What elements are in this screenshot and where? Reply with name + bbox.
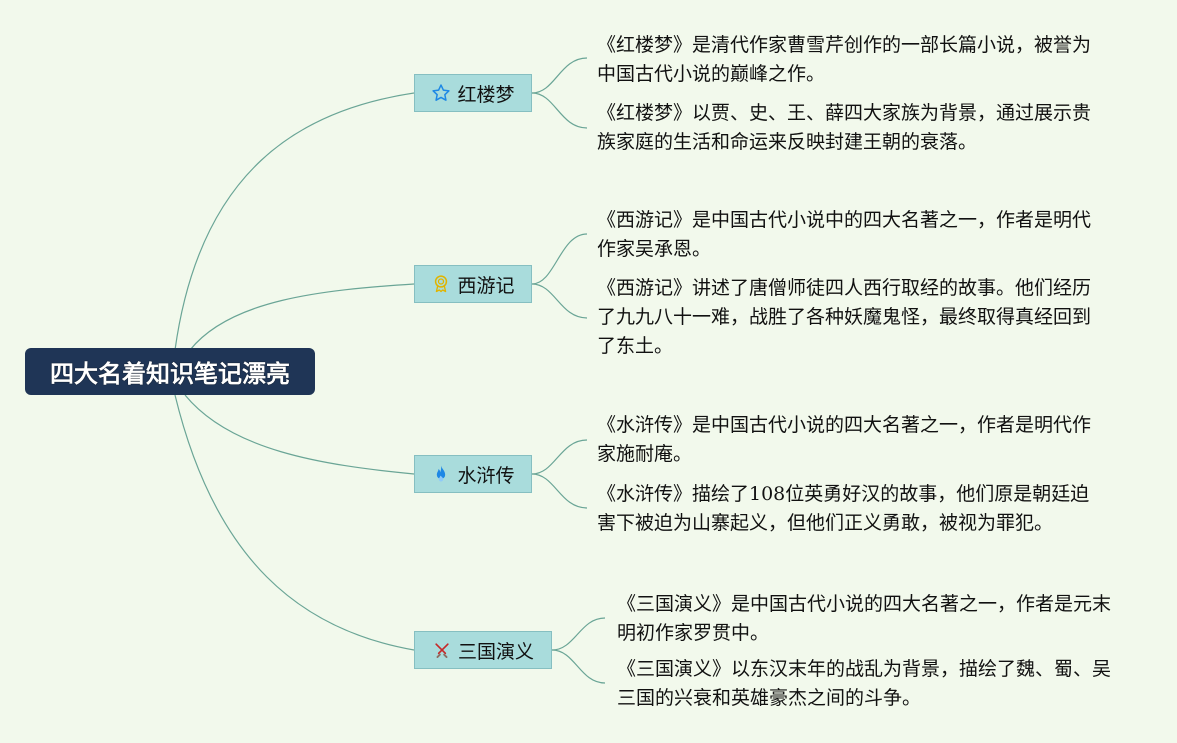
leaf-sanguoyanyi-1: 《三国演义》是中国古代小说的四大名著之一，作者是元末明初作家罗贯中。: [617, 593, 1112, 644]
branch-label: 水浒传: [457, 464, 515, 487]
connector-line: [531, 473, 588, 509]
leaf-hongloumeng-1: 《红楼梦》是清代作家曹雪芹创作的一部长篇小说，被誉为中国古代小说的巅峰之作。: [597, 34, 1092, 85]
connector-line: [531, 57, 588, 94]
star-icon: [431, 83, 451, 103]
connector-line: [551, 649, 606, 684]
branch-label: 西游记: [457, 274, 515, 297]
branch-xiyouji[interactable]: 西游记: [414, 265, 532, 303]
branch-label: 红楼梦: [457, 83, 515, 106]
branch-sanguoyanyi[interactable]: 三国演义: [414, 631, 552, 669]
flame-icon: [431, 464, 451, 484]
root-label: 四大名着知识笔记漂亮: [50, 360, 290, 388]
connector-line: [551, 617, 606, 651]
connector-line: [189, 283, 415, 351]
connector-line: [174, 92, 415, 351]
connector-line: [184, 394, 415, 475]
connector-line: [531, 233, 588, 285]
branch-hongloumeng[interactable]: 红楼梦: [414, 74, 532, 112]
leaf-xiyouji-1: 《西游记》是中国古代小说中的四大名著之一，作者是明代作家吴承恩。: [597, 209, 1092, 260]
crossed-swords-icon: [432, 640, 452, 660]
connector-line: [174, 394, 415, 651]
connector-line: [531, 92, 588, 129]
branch-shuihuzhuan[interactable]: 水浒传: [414, 455, 532, 493]
medal-icon: [431, 274, 451, 294]
leaf-hongloumeng-2: 《红楼梦》以贾、史、王、薛四大家族为背景，通过展示贵族家庭的生活和命运来反映封建…: [597, 102, 1092, 153]
connector-line: [531, 439, 588, 475]
branch-label: 三国演义: [457, 640, 534, 663]
leaf-shuihuzhuan-1: 《水浒传》是中国古代小说的四大名著之一，作者是明代作家施耐庵。: [597, 414, 1092, 465]
leaf-xiyouji-2: 《西游记》讲述了唐僧师徒四人西行取经的故事。他们经历了九九八十一难，战胜了各种妖…: [597, 277, 1092, 357]
root-node[interactable]: 四大名着知识笔记漂亮: [25, 348, 315, 395]
leaf-shuihuzhuan-2: 《水浒传》描绘了108位英勇好汉的故事，他们原是朝廷迫害下被迫为山寨起义，但他们…: [597, 483, 1090, 534]
connector-line: [531, 283, 588, 319]
leaf-sanguoyanyi-2: 《三国演义》以东汉末年的战乱为背景，描绘了魏、蜀、吴三国的兴衰和英雄豪杰之间的斗…: [617, 658, 1112, 709]
